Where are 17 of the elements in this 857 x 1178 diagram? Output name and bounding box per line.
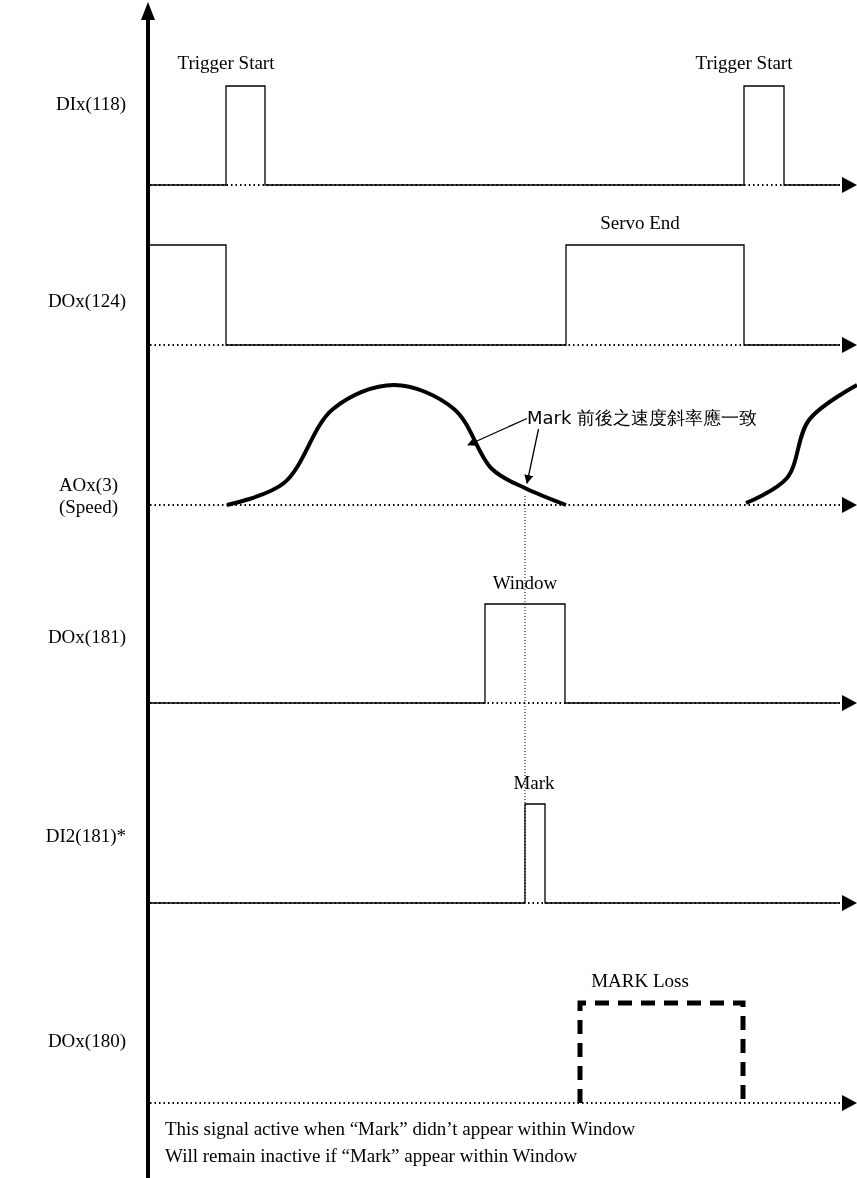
pulse-label: Mark bbox=[513, 772, 555, 794]
signal-name: DI2(181)* bbox=[45, 825, 126, 847]
note-text: Will remain inactive if “Mark” appear within Window bbox=[165, 1145, 578, 1167]
pulse-label: MARK Loss bbox=[591, 970, 689, 992]
leader-arrow bbox=[524, 428, 540, 484]
pulse-label: Trigger Start bbox=[177, 52, 275, 74]
pulse-label: Window bbox=[492, 572, 558, 594]
pulse-label: Trigger Start bbox=[695, 52, 793, 74]
leader-arrow bbox=[467, 417, 528, 446]
annotation-text: Mark 前後之速度斜率應一致 bbox=[527, 408, 758, 429]
signal-name: DIx(118) bbox=[56, 93, 126, 115]
signal-name: DOx(181) bbox=[47, 626, 126, 648]
note-text: This signal active when “Mark” didn’t appear within Window bbox=[165, 1118, 636, 1140]
signal-name: DOx(124) bbox=[47, 290, 126, 312]
signal-name: AOx(3) (Speed) bbox=[57, 474, 118, 518]
pulse-label: Servo End bbox=[600, 212, 680, 234]
signal-name: DOx(180) bbox=[47, 1030, 126, 1052]
